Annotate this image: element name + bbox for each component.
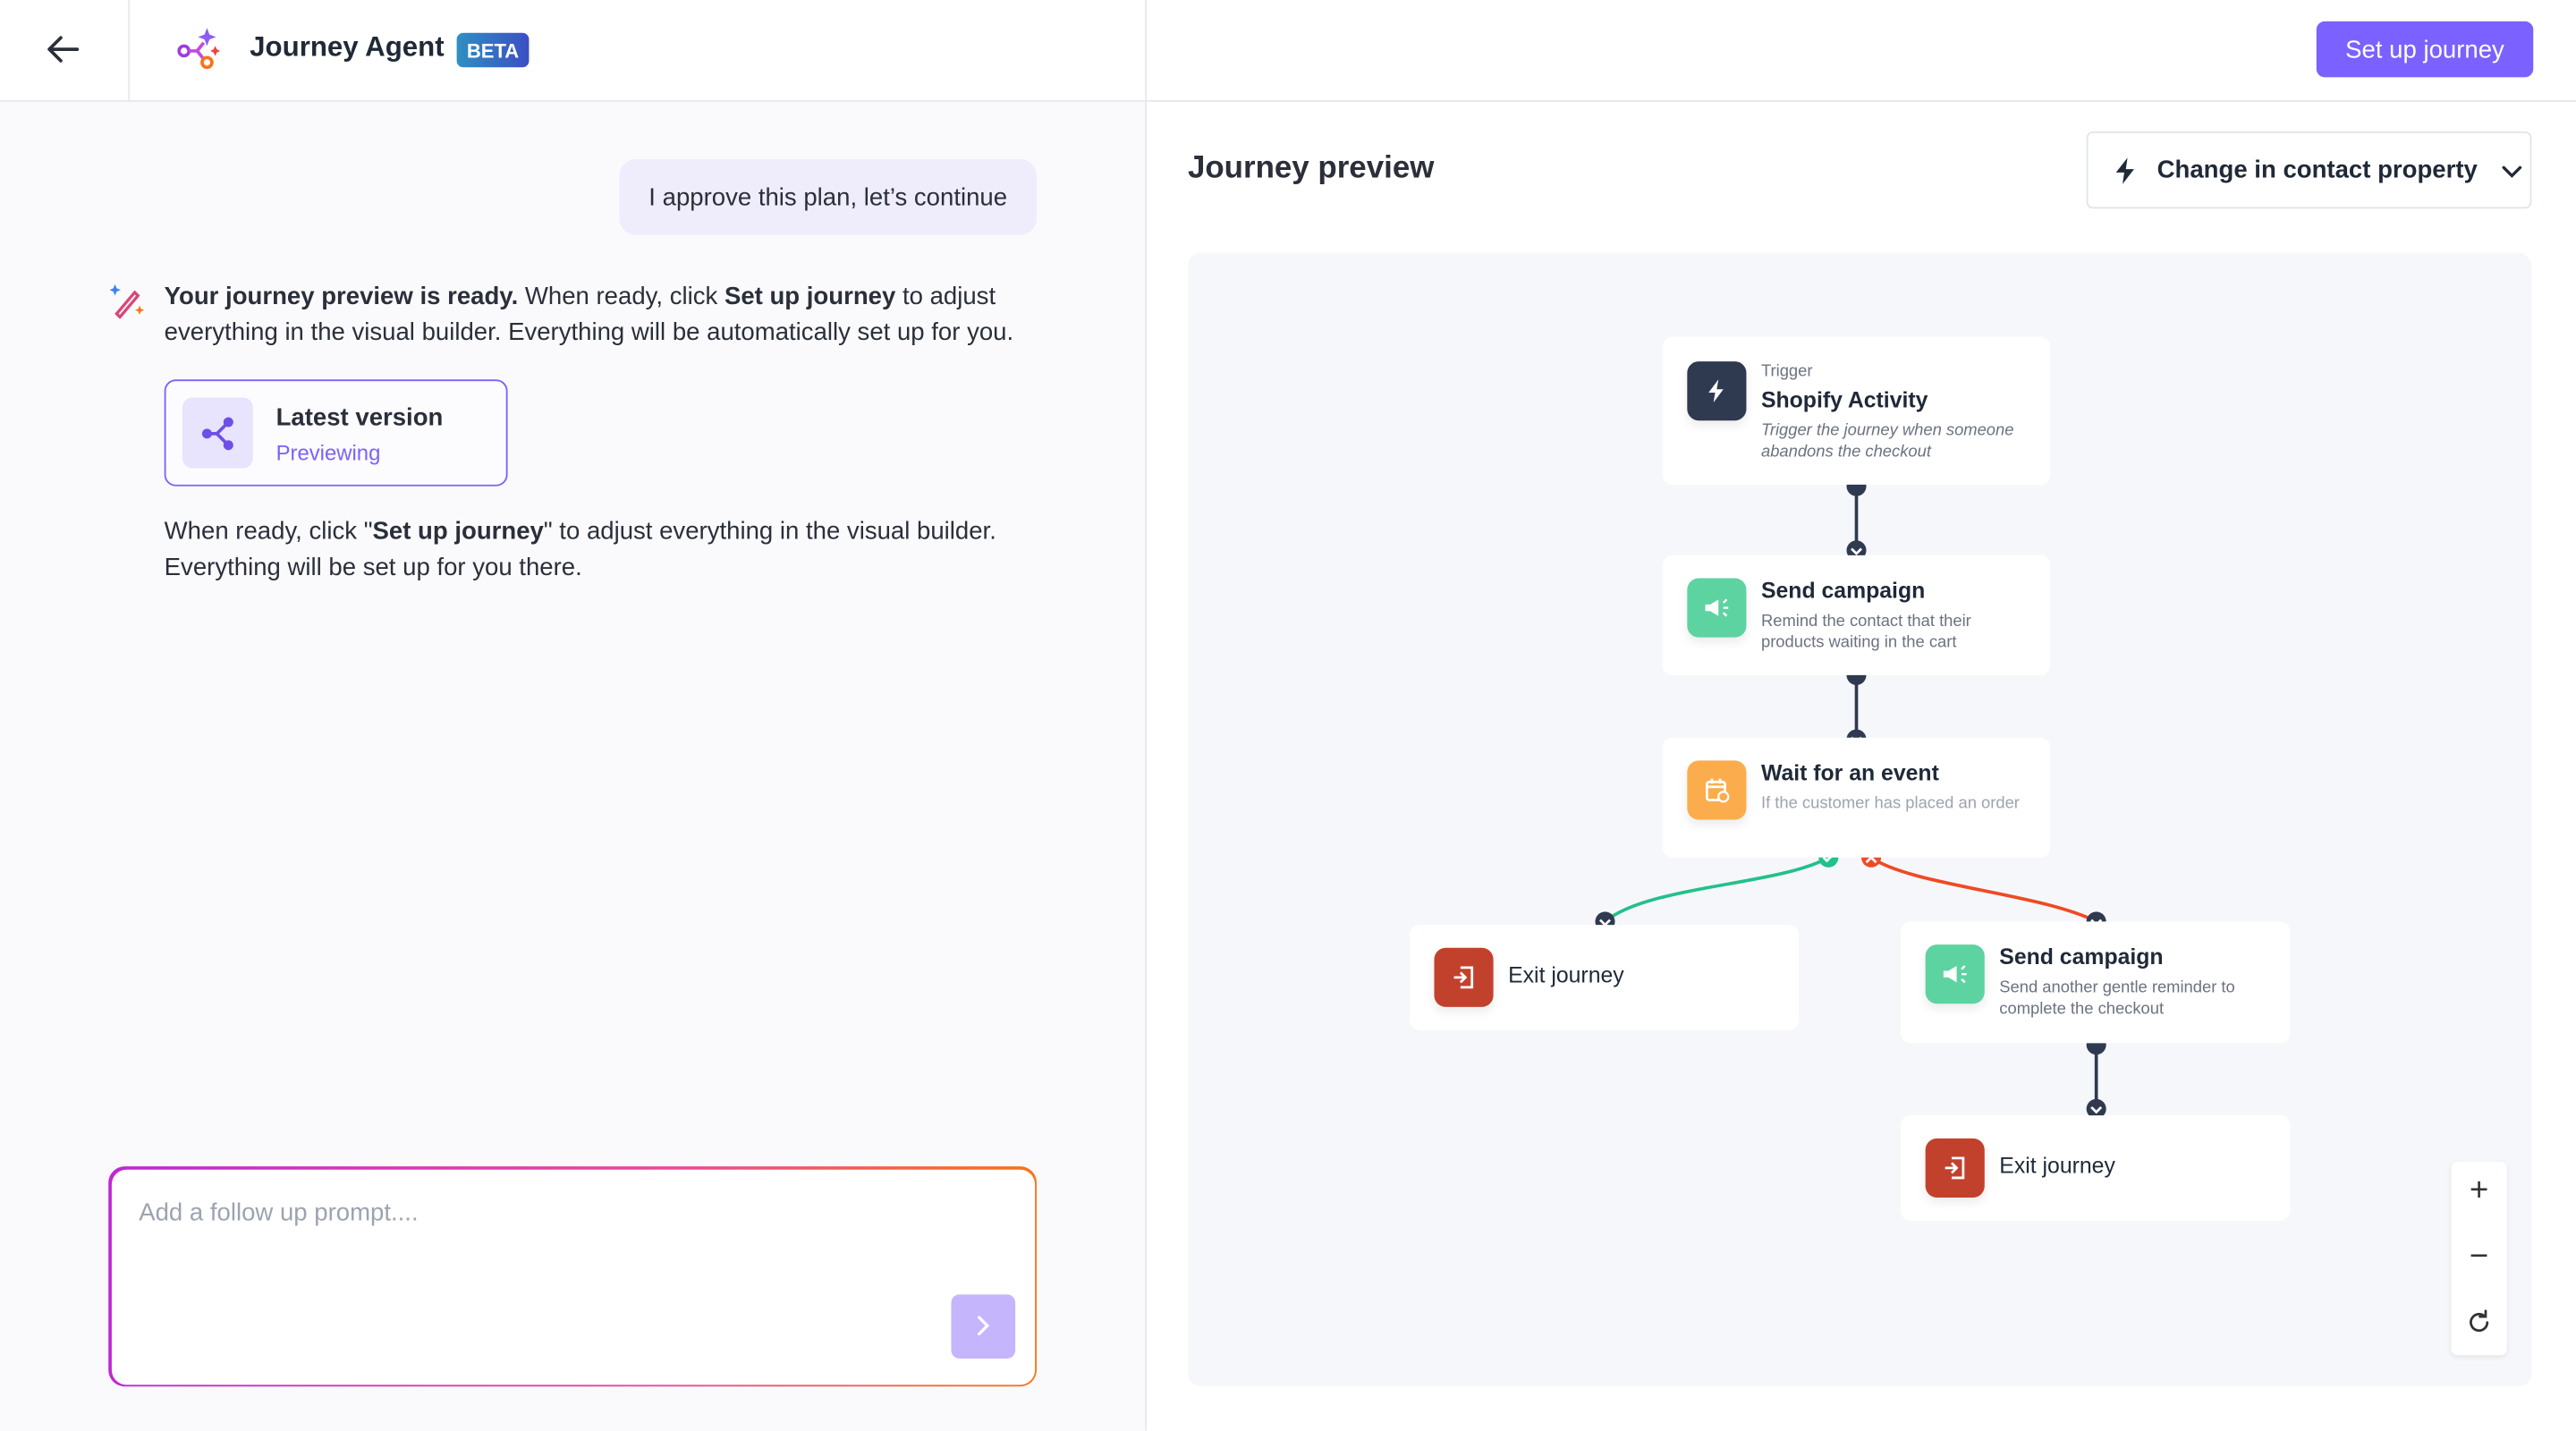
trigger-select[interactable]: Change in contact property bbox=[2086, 131, 2532, 209]
megaphone-icon bbox=[1925, 944, 1985, 1004]
followup-text-2: " to adjust everything in the visual bui… bbox=[164, 517, 996, 582]
node-title: Exit journey bbox=[1999, 1153, 2115, 1178]
panel-divider bbox=[1145, 0, 1148, 1431]
connector-2 bbox=[1846, 665, 1867, 749]
exit-icon bbox=[1925, 1138, 1985, 1198]
send-campaign-node[interactable]: Send campaign Remind the contact that th… bbox=[1662, 555, 2051, 675]
node-desc: Trigger the journey when someone abandon… bbox=[1760, 422, 2014, 462]
zoom-in-button[interactable]: + bbox=[2469, 1172, 2489, 1208]
lightning-icon bbox=[1687, 361, 1747, 421]
refresh-icon bbox=[2470, 1309, 2489, 1333]
latest-version-card[interactable]: Latest version Previewing bbox=[164, 379, 508, 487]
exit-journey-node[interactable]: Exit journey bbox=[1409, 925, 1800, 1030]
reset-view-button[interactable] bbox=[2451, 1294, 2506, 1350]
node-title: Shopify Activity bbox=[1760, 387, 1928, 413]
ai-message-setup-link: Set up journey bbox=[724, 282, 896, 311]
exit-icon bbox=[1434, 947, 1494, 1007]
connector-3 bbox=[2086, 1035, 2106, 1119]
wait-for-event-node[interactable]: Wait for an event If the customer has pl… bbox=[1662, 737, 2051, 858]
version-title: Latest version bbox=[275, 403, 444, 433]
ai-message-text-2: to adjust everything in the visual build… bbox=[164, 282, 1014, 347]
followup-text: When ready, click " bbox=[164, 517, 373, 546]
node-title: Wait for an event bbox=[1760, 760, 1939, 785]
back-arrow-icon[interactable] bbox=[45, 30, 84, 77]
journey-icon bbox=[182, 397, 253, 469]
zoom-controls: + − bbox=[2451, 1161, 2507, 1356]
node-desc: Send another gentle reminder to complete… bbox=[1999, 978, 2235, 1019]
followup-bold: Set up journey bbox=[372, 517, 544, 546]
header-divider bbox=[128, 0, 131, 101]
journey-canvas[interactable]: Trigger Shopify Activity Trigger the jou… bbox=[1187, 252, 2532, 1387]
node-title: Send campaign bbox=[1760, 578, 1926, 604]
lightning-icon bbox=[2115, 157, 2134, 183]
beta-badge: BETA bbox=[456, 32, 530, 68]
prompt-box bbox=[108, 1166, 1037, 1387]
journey-agent-logo-icon bbox=[176, 26, 222, 80]
branch-yes bbox=[1595, 847, 1839, 932]
version-status: Previewing bbox=[275, 440, 381, 465]
magic-wand-icon bbox=[109, 283, 146, 327]
journey-preview-title: Journey preview bbox=[1187, 150, 1435, 186]
branch-no bbox=[1861, 847, 2106, 932]
node-desc: If the customer has placed an order bbox=[1760, 794, 2020, 814]
ai-message-text: When ready, click bbox=[518, 282, 724, 311]
send-campaign-node-2[interactable]: Send campaign Send another gentle remind… bbox=[1901, 921, 2291, 1044]
node-title: Send campaign bbox=[1999, 944, 2164, 970]
trigger-select-value: Change in contact property bbox=[2157, 156, 2478, 184]
trigger-node[interactable]: Trigger Shopify Activity Trigger the jou… bbox=[1662, 336, 2051, 485]
node-title: Exit journey bbox=[1508, 962, 1624, 987]
node-desc: Remind the contact that their products w… bbox=[1760, 613, 1971, 653]
megaphone-icon bbox=[1687, 578, 1747, 638]
exit-journey-node-2[interactable]: Exit journey bbox=[1901, 1115, 2291, 1221]
send-button[interactable] bbox=[950, 1293, 1015, 1359]
follow-up-prompt-input[interactable] bbox=[135, 1195, 931, 1300]
chevron-right-icon bbox=[978, 1316, 990, 1336]
ai-message: Your journey preview is ready. When read… bbox=[165, 279, 1052, 351]
user-message: I approve this plan, let’s continue bbox=[619, 159, 1037, 235]
connector-1 bbox=[1846, 476, 1867, 561]
node-label: Trigger bbox=[1760, 362, 1813, 382]
followup-message: When ready, click "Set up journey" to ad… bbox=[165, 514, 1052, 587]
header bbox=[0, 0, 2576, 102]
ai-message-bold: Your journey preview is ready. bbox=[164, 282, 519, 311]
app-title: Journey Agent bbox=[250, 30, 445, 63]
zoom-out-button[interactable]: − bbox=[2469, 1237, 2489, 1274]
calendar-clock-icon bbox=[1687, 760, 1747, 820]
chevron-down-icon bbox=[2502, 165, 2522, 177]
set-up-journey-button[interactable]: Set up journey bbox=[2316, 21, 2534, 78]
